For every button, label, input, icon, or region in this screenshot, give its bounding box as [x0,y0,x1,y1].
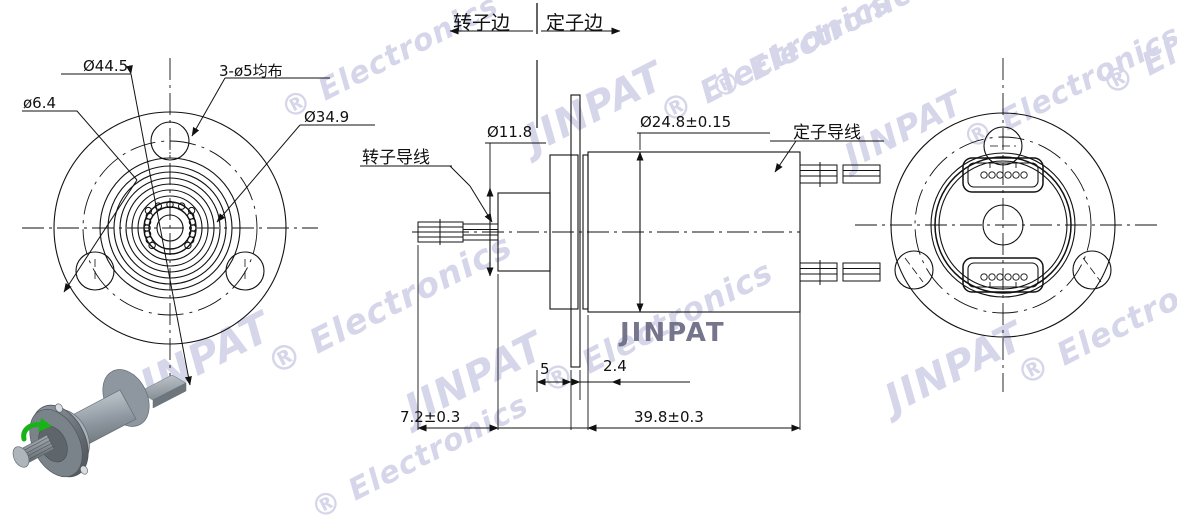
dim-diameter-6-4: ø6.4 [23,94,57,112]
right-view-group [855,58,1160,392]
mount-hole [894,250,934,290]
connector-block-top [962,157,1044,193]
mount-hole [75,251,115,291]
linework [22,3,1160,432]
dim-length-5: 5 [540,360,550,378]
isometric-product-render [12,369,187,478]
mount-hole [225,251,265,291]
drawing-canvas: JINPAT ® Electronics JINPAT ® Electronic… [12,0,1177,527]
stator-wire-bundle-bottom [799,260,881,285]
dim-3x-diameter-5-equally-spaced: 3-ø5均布 [219,62,283,80]
rotor-stator-divider-group [449,3,621,35]
mount-hole [983,126,1023,166]
render-stator-wires [138,374,187,409]
dim-length-39-8: 39.8±0.3 [634,408,704,426]
dim-diameter-11-8: Ø11.8 [487,123,533,141]
flange-step [549,154,579,310]
dim-length-2-4: 2.4 [603,357,627,375]
dim-diameter-34-9: Ø34.9 [304,108,350,126]
dim-diameter-44-5: Ø44.5 [83,57,129,75]
side-view-group [360,94,884,432]
mount-hole [1072,250,1112,290]
label-stator-lead-wire: 定子导线 [793,123,861,143]
left-view-group [22,58,375,398]
label-rotor-side: 转子边 [453,12,511,34]
stator-wire-bundle-top [799,162,881,187]
rotation-arrow-icon [21,418,52,442]
connector-block-bottom [962,257,1044,293]
label-stator-side: 定子边 [546,12,604,34]
dim-diameter-24-8: Ø24.8±0.15 [640,113,732,131]
dim-length-7-2: 7.2±0.3 [400,408,461,426]
label-rotor-lead-wire: 转子导线 [362,148,430,168]
thin-plate [570,94,581,368]
render-shaft [12,434,55,468]
main-body [587,151,801,313]
